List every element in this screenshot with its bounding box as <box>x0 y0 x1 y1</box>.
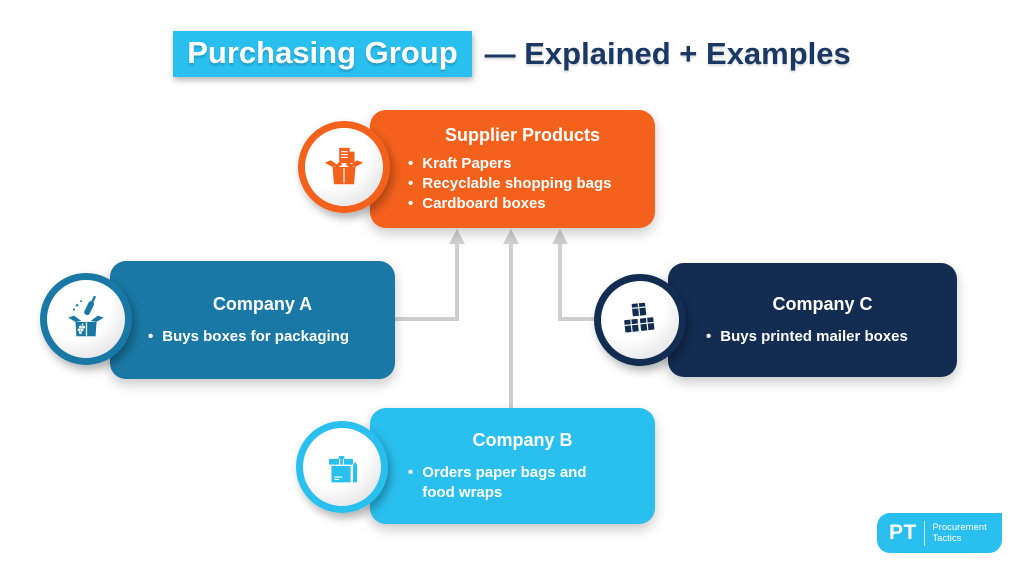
connector-company-b-vertical <box>509 243 513 408</box>
company-a-box: Company A • Buys boxes for packaging <box>110 261 395 379</box>
bullet-text: Orders paper bags and food wraps <box>422 464 587 501</box>
company-b-box: Company B • Orders paper bags and food w… <box>370 408 655 524</box>
logo-name: Procurement Tactics <box>932 522 986 545</box>
bullet-dot: • <box>408 155 414 172</box>
connector-company-a-vertical <box>455 243 459 321</box>
list-item: • Recyclable shopping bags <box>408 174 637 194</box>
arrowhead-up-icon <box>552 229 568 244</box>
company-a-badge <box>40 273 132 365</box>
logo-name-line2: Tactics <box>932 533 962 544</box>
package-parcel-icon <box>329 455 358 483</box>
bullet-text: Buys printed mailer boxes <box>720 328 908 345</box>
bullet-dot: • <box>408 464 414 481</box>
supplier-products-heading: Supplier Products <box>444 125 601 145</box>
company-a-list: • Buys boxes for packaging <box>148 327 377 347</box>
logo-initials: PT <box>889 521 917 544</box>
open-box-papers-icon <box>324 147 364 185</box>
connector-company-a-horizontal <box>395 317 459 321</box>
list-item: • Buys printed mailer boxes <box>706 327 939 347</box>
bullet-text: Buys boxes for packaging <box>162 328 349 345</box>
bullet-text: Kraft Papers <box>422 155 512 172</box>
bullet-text: Cardboard boxes <box>422 195 546 212</box>
stacked-boxes-icon <box>624 302 655 333</box>
supplier-badge <box>298 121 390 213</box>
supplier-products-list: • Kraft Papers • Recyclable shopping bag… <box>408 154 637 214</box>
bullet-dot: • <box>148 328 154 345</box>
connector-company-c-vertical <box>558 243 562 321</box>
procurement-tactics-logo: PT Procurement Tactics <box>877 513 1002 553</box>
logo-divider <box>923 520 926 546</box>
bullet-dot: • <box>408 175 414 192</box>
list-item: • Buys boxes for packaging <box>148 327 377 347</box>
supplier-products-box: Supplier Products • Kraft Papers • Recyc… <box>370 110 655 228</box>
bullet-dot: • <box>706 328 712 345</box>
open-box-papers-icon <box>321 144 367 190</box>
arrowhead-up-icon <box>449 229 465 244</box>
company-b-heading: Company B <box>472 430 573 450</box>
company-b-list: • Orders paper bags and food wraps <box>408 463 637 503</box>
gift-box-champagne-icon <box>68 296 104 337</box>
arrowhead-up-icon <box>503 229 519 244</box>
package-parcel-icon <box>319 444 365 490</box>
title-rest: — Explained + Examples <box>484 36 851 71</box>
title-highlight: Purchasing Group <box>173 31 472 77</box>
company-b-badge <box>296 421 388 513</box>
company-c-box: Company C • Buys printed mailer boxes <box>668 263 957 377</box>
company-c-badge <box>594 274 686 366</box>
logo-name-line1: Procurement <box>932 521 987 533</box>
list-item: • Cardboard boxes <box>408 194 637 214</box>
company-c-heading: Company C <box>772 294 873 314</box>
bullet-dot: • <box>408 195 414 212</box>
list-item: • Kraft Papers <box>408 154 637 174</box>
company-c-list: • Buys printed mailer boxes <box>706 327 939 347</box>
company-a-heading: Company A <box>212 294 313 314</box>
gift-box-champagne-icon <box>63 296 109 342</box>
page-title: Purchasing Group — Explained + Examples <box>0 31 1024 77</box>
bullet-text: Recyclable shopping bags <box>422 175 612 192</box>
stacked-boxes-icon <box>617 297 663 343</box>
list-item: • Orders paper bags and food wraps <box>408 463 637 503</box>
